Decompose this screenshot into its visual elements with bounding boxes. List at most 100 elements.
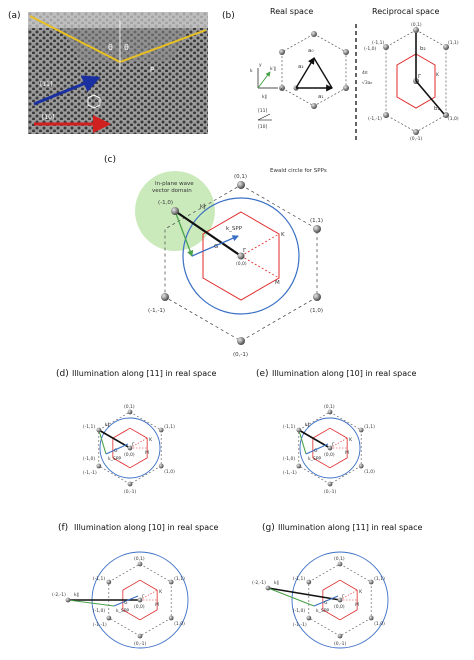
lattice-point-f [106, 579, 112, 585]
point-label-e: (-1,0) [283, 456, 296, 462]
k-par-vector-f [67, 599, 115, 607]
gamma-label-g: Γ [342, 594, 345, 600]
bpt-3: (-1,0) [364, 46, 377, 52]
real-atom [279, 49, 285, 55]
c-point [161, 293, 169, 301]
point-label-g: (-1,-1) [293, 622, 307, 628]
origin-f [137, 597, 143, 603]
panel-f-title: Illumination along [10] in real space [74, 523, 218, 532]
K-label-d: K [149, 437, 153, 443]
panel-g-label: (g) [262, 523, 275, 533]
M-label-g: M [355, 602, 359, 608]
gamma-label-e: Γ [332, 442, 335, 448]
panel-d-label: (d) [56, 369, 69, 379]
dir10-label: [10] [42, 114, 54, 121]
bpt-2: (1,1) [448, 40, 459, 46]
arrow-11 [33, 75, 101, 106]
panel-d-title: Illumination along [11] in real space [72, 369, 216, 378]
point-label-g: (0,-1) [334, 641, 347, 647]
b1-label: b₁ [434, 106, 440, 112]
kspp-label-d: k_SPP [108, 456, 121, 462]
k-label: k [250, 68, 253, 74]
k-par-vector-d [98, 429, 107, 455]
c-origin-label: (0,0) [236, 261, 247, 267]
point-label-e: (-1,1) [283, 424, 296, 430]
bpt-4: (1,0) [448, 116, 459, 122]
lattice-point-f [168, 615, 174, 621]
gamma-K-f [139, 589, 158, 601]
recip-point [413, 27, 419, 33]
incident-beam [29, 15, 121, 63]
origin-label-f: (0,0) [134, 604, 145, 610]
lattice-point-f [137, 633, 143, 639]
k-par-vector-e [298, 429, 307, 455]
point-label-e: (0,1) [324, 404, 335, 410]
recip-point [383, 44, 389, 50]
ewald-label: Ewald circle for SPPs [270, 168, 327, 174]
point-label-f: (-1,0) [93, 608, 106, 614]
real-atom [343, 49, 349, 55]
y-axis-label: y [259, 63, 262, 68]
c-point [313, 293, 321, 301]
kpar-label-e: k∥ [305, 422, 310, 428]
real-atom [279, 85, 285, 91]
lattice-point-g [368, 579, 374, 585]
scale-num: 4π [362, 70, 368, 76]
gamma-K-line [240, 233, 280, 257]
hexagon-icon [87, 94, 101, 109]
lattice-point-d [127, 409, 133, 415]
c-G-label: G [214, 244, 218, 250]
point-label-d: (0,-1) [124, 489, 137, 495]
kpar-label-g: k∥ [274, 580, 279, 586]
k-vector [257, 71, 271, 89]
G-label-e: G [314, 448, 318, 454]
ewald-circle-e [299, 417, 361, 479]
lattice-point-f [137, 561, 143, 567]
kpar-label-f: k∥ [74, 592, 79, 598]
recip-point [443, 44, 449, 50]
lattice-point-g [306, 615, 312, 621]
K-label-g: K [359, 589, 363, 595]
panel-a: (a) θ θ P [11] [10] [8, 11, 208, 134]
lattice-point-g [337, 561, 343, 567]
gamma-K-e [329, 437, 348, 449]
real-space-title: Real space [270, 7, 313, 16]
extra-point-g [265, 585, 271, 591]
kpar-label-d: k∥ [105, 422, 110, 428]
point-label-f: (-1,1) [93, 576, 106, 582]
G-label-d: G [114, 448, 118, 454]
angle1-label: θ [108, 43, 113, 52]
point-label-g: (1,0) [374, 621, 385, 627]
lattice-point-g [337, 633, 343, 639]
kspp-label-g: k_SPP [316, 608, 329, 614]
lattice-point-d [96, 463, 102, 469]
panel-c-label: (c) [104, 155, 116, 165]
point-label-g: (-1,1) [293, 576, 306, 582]
scale-den: √3a₀ [362, 80, 372, 86]
a0-label: a₀ [308, 48, 314, 54]
cpt-0: (0,1) [234, 174, 247, 180]
gamma-K-g [339, 589, 358, 601]
real-hexagon [281, 33, 347, 107]
point-label-g: (0,1) [334, 556, 345, 562]
bpt-6: (0,-1) [410, 136, 423, 142]
point-label-e: (0,-1) [324, 489, 337, 495]
point-label-f: (0,1) [134, 556, 145, 562]
k-prime-label: k′∥ [270, 66, 276, 72]
k-parallel-vector [174, 210, 194, 258]
dir11-label: [11] [40, 81, 52, 88]
origin-g [337, 597, 343, 603]
a2-label: a₂ [298, 64, 304, 70]
b-gamma-label: Γ [418, 74, 422, 80]
lattice-point-d [158, 463, 164, 469]
ewald-circle [182, 197, 300, 315]
point-label-d: (1,1) [164, 424, 175, 430]
brillouin-zone-g [322, 579, 358, 621]
point-label-d: (1,0) [164, 469, 175, 475]
panel-g-title: Illumination along [11] in real space [278, 523, 422, 532]
angle2-label: θ [124, 43, 129, 52]
gamma-K-d [129, 437, 148, 449]
extra-point-f [65, 597, 71, 603]
brillouin-zone-f [122, 579, 158, 621]
brillouin-zone [396, 53, 436, 109]
